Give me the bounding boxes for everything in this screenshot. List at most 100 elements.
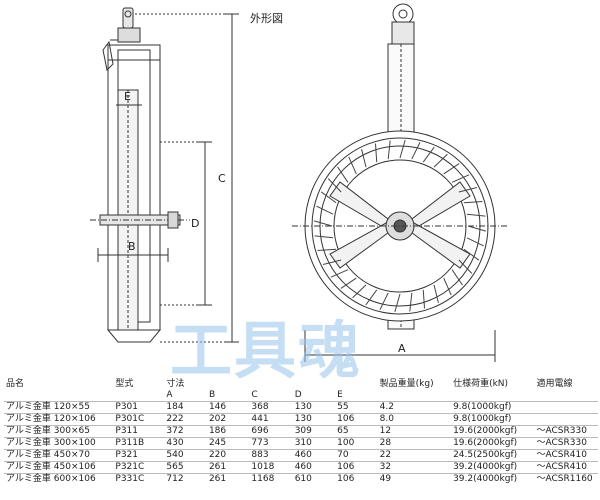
- rim-slot: [394, 293, 401, 312]
- rim-slot: [337, 166, 349, 183]
- dim-label-b: B: [128, 240, 136, 253]
- cell-b: 220: [206, 449, 250, 462]
- cell-c: 1168: [249, 473, 293, 485]
- cell-d: 130: [292, 413, 336, 426]
- cell-d: 460: [292, 449, 336, 462]
- cell-wire: [534, 413, 598, 426]
- cell-b: 186: [206, 425, 250, 438]
- cell-model: P331C: [113, 473, 165, 485]
- rim-slot: [463, 200, 483, 204]
- rim-slot: [458, 187, 478, 193]
- dim-label-e: E: [124, 90, 131, 103]
- cell-weight: 12: [377, 425, 452, 438]
- cell-d: 460: [292, 461, 336, 474]
- dim-label-d: D: [191, 217, 199, 230]
- cell-c: 773: [249, 437, 293, 450]
- rim-slot: [322, 259, 342, 265]
- cell-e: 106: [335, 473, 378, 485]
- subheader-c: C: [251, 390, 258, 400]
- cell-load: 39.2(4000kgf): [451, 473, 535, 485]
- cell-weight: 4.2: [377, 401, 452, 414]
- cell-wire: [534, 401, 598, 414]
- rim-slots: [314, 140, 486, 312]
- cell-name: アルミ金車 300×100: [4, 437, 114, 450]
- cell-weight: 32: [377, 461, 452, 474]
- rim-slot: [466, 237, 484, 247]
- cell-weight: 49: [377, 473, 452, 485]
- cell-model: P321C: [113, 461, 165, 474]
- header-name: 品名: [6, 378, 25, 389]
- cell-wire: ～ACSR330: [534, 425, 598, 438]
- cell-c: 368: [249, 401, 293, 414]
- rim-slot: [316, 205, 334, 215]
- cell-model: P311: [113, 425, 165, 438]
- cell-weight: 28: [377, 437, 452, 450]
- rim-slot: [327, 178, 342, 193]
- cell-name: アルミ金車 450×70: [4, 449, 114, 462]
- cell-load: 9.8(1000kgf): [451, 413, 535, 426]
- spec-table: 品名 型式 寸法 製品重量(kg) 仕様荷重(kN) 適用電線 A B C D …: [4, 378, 598, 485]
- cell-e: 70: [335, 449, 378, 462]
- rim-slot: [451, 269, 463, 286]
- cell-a: 184: [164, 401, 207, 414]
- rim-slot: [361, 148, 367, 168]
- header-dimensions: 寸法: [166, 378, 185, 389]
- rim-slot: [422, 289, 426, 309]
- cell-e: 100: [335, 437, 378, 450]
- cell-model: P311B: [113, 437, 165, 450]
- cell-model: P301: [113, 401, 165, 414]
- watermark: 工具魂: [170, 314, 363, 387]
- subheader-d: D: [294, 390, 302, 400]
- dim-label-a: A: [398, 342, 406, 355]
- rim-slot: [443, 163, 460, 175]
- rim-slot: [352, 284, 367, 299]
- rim-slot: [422, 146, 435, 163]
- rim-slot: [411, 142, 421, 160]
- header-wire: 適用電線: [536, 378, 573, 389]
- dim-label-c: C: [218, 172, 226, 185]
- rim-slot: [433, 284, 439, 304]
- cell-b: 245: [206, 437, 250, 450]
- rim-slot: [466, 213, 486, 217]
- rim-slot: [374, 143, 378, 163]
- cell-weight: 8.0: [377, 413, 452, 426]
- subheader-e: E: [337, 390, 343, 400]
- cell-wire: ～ACSR1160: [534, 473, 598, 485]
- technical-drawing: 外形図: [90, 3, 508, 362]
- rim-slot: [340, 277, 357, 289]
- cell-load: 9.8(1000kgf): [451, 401, 535, 414]
- cell-a: 540: [164, 449, 207, 462]
- rim-slot: [409, 292, 413, 312]
- rim-slot: [314, 220, 333, 227]
- cell-c: 1018: [249, 461, 293, 474]
- header-model: 型式: [115, 378, 134, 389]
- rim-slot: [348, 156, 357, 175]
- side-view: [90, 7, 239, 343]
- figure-title: 外形図: [250, 12, 283, 25]
- rim-slot: [365, 289, 378, 306]
- cell-model: P301C: [113, 413, 165, 426]
- cell-d: 610: [292, 473, 336, 485]
- cell-load: 19.6(2000kgf): [451, 425, 535, 438]
- rim-slot: [399, 140, 406, 159]
- cell-a: 712: [164, 473, 207, 485]
- cell-a: 372: [164, 425, 207, 438]
- cell-b: 202: [206, 413, 250, 426]
- rim-slot: [451, 174, 470, 183]
- cell-load: 24.5(2500kgf): [451, 449, 535, 462]
- cell-c: 441: [249, 413, 293, 426]
- rim-slot: [467, 225, 486, 232]
- cell-weight: 22: [377, 449, 452, 462]
- front-view: [292, 3, 508, 362]
- table-header-row: 品名 型式 寸法 製品重量(kg) 仕様荷重(kN) 適用電線: [4, 378, 598, 390]
- rim-slot: [463, 248, 480, 261]
- cell-c: 883: [249, 449, 293, 462]
- cell-name: アルミ金車 120×106: [4, 413, 114, 426]
- cell-e: 65: [335, 425, 378, 438]
